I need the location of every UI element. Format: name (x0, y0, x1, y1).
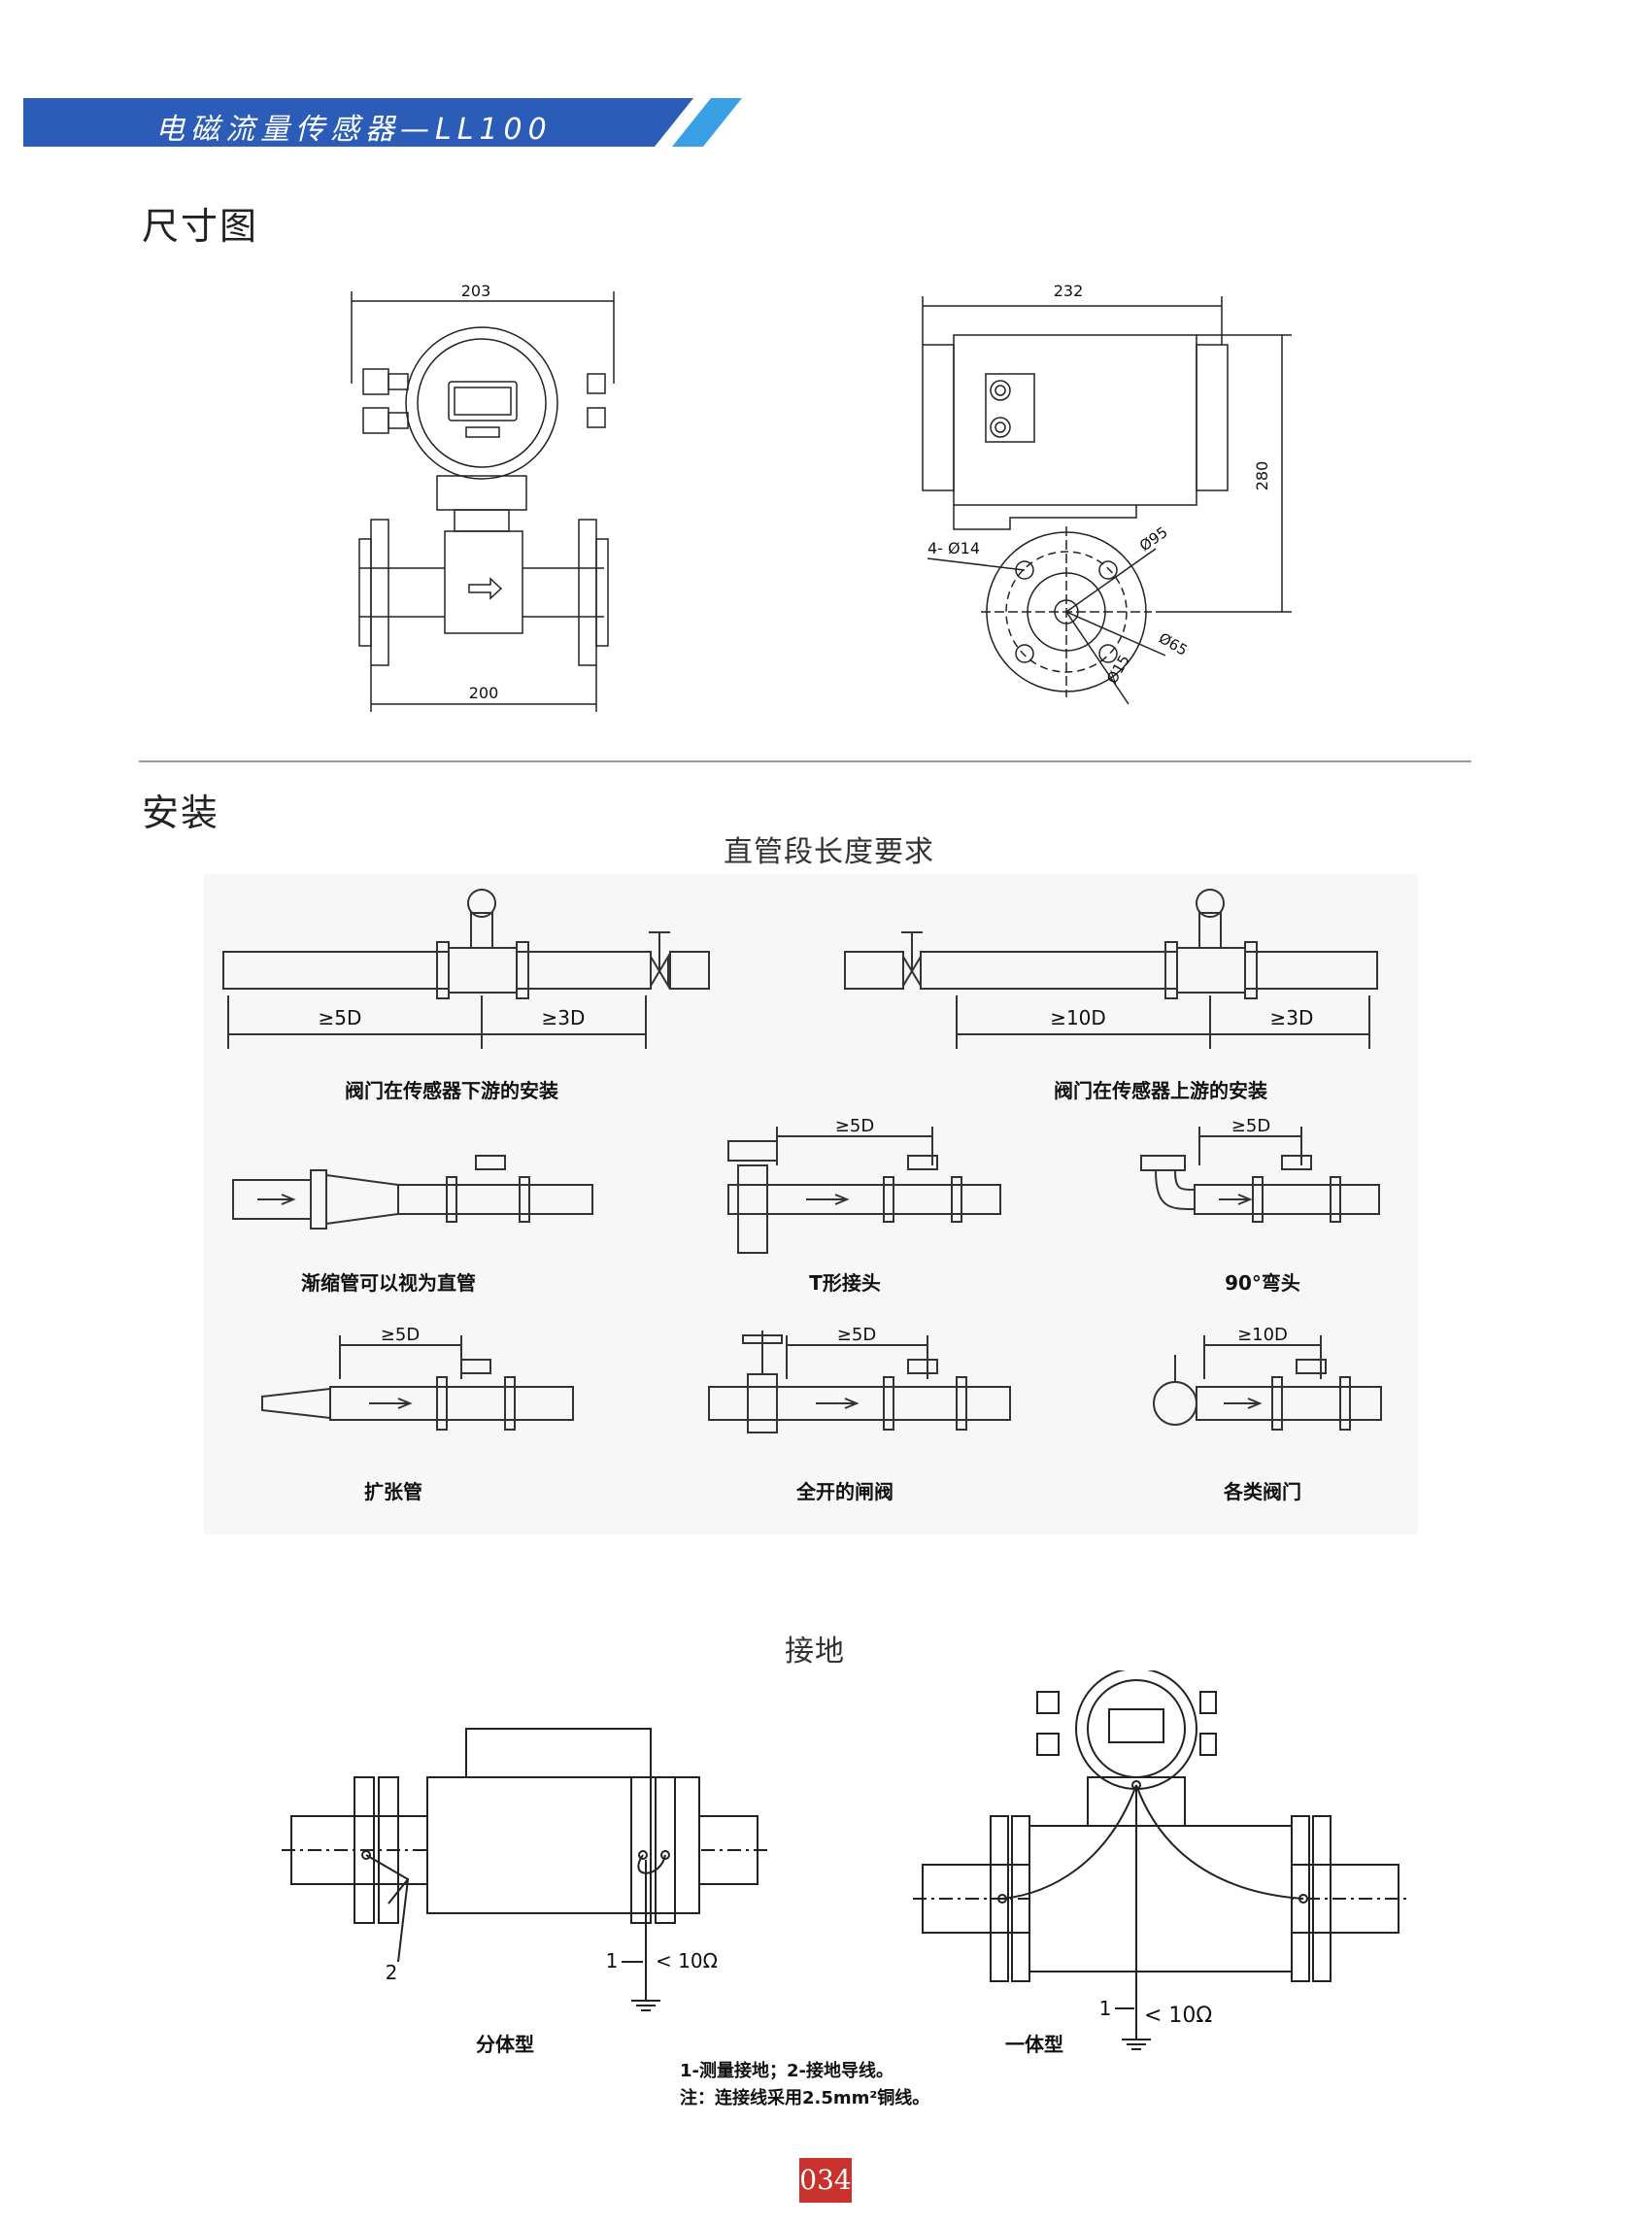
valve-downstream-caption: 阀门在传感器下游的安装 (345, 1079, 558, 1102)
dim-d15-label: Ø15 (1103, 652, 1133, 687)
header-title: 电磁流量传感器—LL100 (155, 113, 553, 147)
expander-caption: 扩张管 (364, 1480, 422, 1503)
expander-dist-label: ≥5D (381, 1325, 420, 1345)
split-label-1: 1 (606, 1949, 619, 1972)
grounding-title: 接地 (785, 1635, 845, 1669)
integrated-label-1: 1 (1099, 1997, 1112, 2020)
grounding-note-2: 注：连接线采用2.5mm²铜线。 (680, 2087, 929, 2108)
grounding-note-1: 1-测量接地；2-接地导线。 (680, 2060, 893, 2081)
installation-diagram: ≥5D ≥3D 阀门在传感器下游的安装 ≥10D ≥3D 阀门在传感器上游的安装… (204, 874, 1418, 1534)
grounding-diagram: 2 1 < 10Ω 分体型 1 < 10Ω 一体型 1-测量接地；2-接地导线。… (282, 1670, 1408, 2108)
header-banner (23, 98, 742, 147)
elbow-caption: 90°弯头 (1225, 1271, 1300, 1295)
straight-pipe-title: 直管段长度要求 (724, 835, 934, 869)
elbow-dist-label: ≥5D (1231, 1116, 1270, 1136)
gate-valve-caption: 全开的闸阀 (795, 1480, 893, 1503)
dim-280-label: 280 (1253, 461, 1271, 491)
integrated-resistance-label: < 10Ω (1144, 2004, 1212, 2028)
installation-section-title: 安装 (142, 792, 220, 834)
front-view-drawing: 203 200 (351, 282, 615, 712)
valve-up-up-label: ≥10D (1050, 1006, 1106, 1029)
valve-down-up-label: ≥5D (319, 1006, 362, 1029)
bolt-holes-label: 4- Ø14 (927, 539, 980, 557)
dim-232-label: 232 (1054, 282, 1084, 300)
dim-200-label: 200 (469, 684, 499, 702)
valve-upstream-caption: 阀门在传感器上游的安装 (1054, 1079, 1267, 1102)
side-view-drawing: 232 280 4- Ø14 Ø95 Ø65 Ø15 (922, 282, 1292, 705)
valve-down-down-label: ≥3D (542, 1006, 586, 1029)
split-resistance-label: < 10Ω (656, 1949, 718, 1972)
dim-d65-label: Ø65 (1156, 629, 1191, 659)
tee-dist-label: ≥5D (835, 1116, 874, 1136)
reducer-caption: 渐缩管可以视为直管 (301, 1271, 476, 1295)
integrated-caption: 一体型 (1005, 2033, 1063, 2056)
dim-203-label: 203 (461, 282, 491, 300)
section-divider (139, 760, 1471, 762)
valves-caption: 各类阀门 (1223, 1480, 1301, 1503)
dimensions-section-title: 尺寸图 (142, 205, 259, 248)
valve-up-down-label: ≥3D (1270, 1006, 1314, 1029)
page-number: 034 (799, 2158, 852, 2203)
gate-valve-dist-label: ≥5D (837, 1325, 876, 1345)
tee-caption: T形接头 (809, 1271, 881, 1295)
split-caption: 分体型 (476, 2033, 534, 2056)
split-label-2: 2 (386, 1961, 398, 1984)
valves-dist-label: ≥10D (1237, 1325, 1288, 1345)
